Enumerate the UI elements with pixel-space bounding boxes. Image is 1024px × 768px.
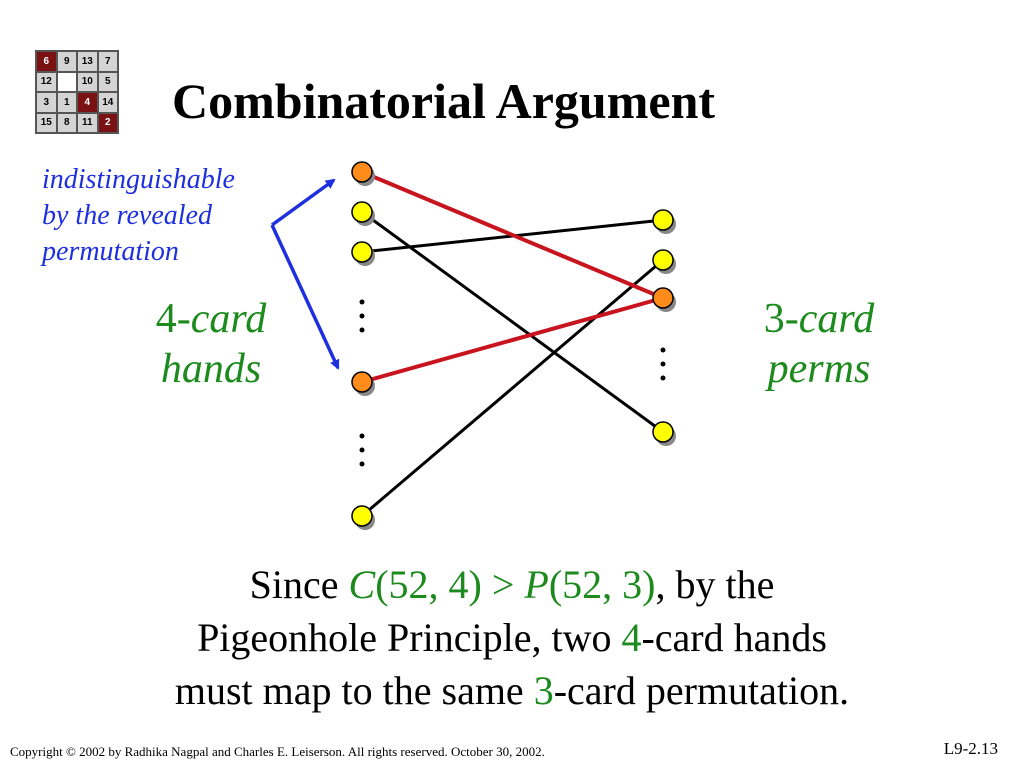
right-nodes (652, 209, 676, 446)
copyright-footer: Copyright © 2002 by Radhika Nagpal and C… (10, 744, 545, 759)
text-by-the: , by the (655, 562, 775, 607)
text-c: C (348, 562, 376, 607)
right-node-orange (652, 287, 674, 309)
logo-tile: 11 (78, 113, 97, 132)
note-line-1: indistinguishable (42, 164, 235, 195)
text-card-hands: -card hands (641, 615, 827, 660)
text-three: 3 (533, 668, 554, 713)
left-label-number: 4 (155, 296, 177, 342)
logo-tile: 15 (37, 113, 56, 132)
right-label-word2: perms (767, 346, 871, 392)
conclusion-line-2: Pigeonhole Principle, two 4-card hands (0, 611, 1024, 664)
right-node-yellow-1 (652, 209, 674, 231)
logo-tile: 8 (57, 113, 76, 132)
text-pigeonhole: Pigeonhole Principle, two (197, 615, 622, 660)
logo-tile: 10 (78, 72, 97, 91)
left-ellipsis-2 (359, 433, 365, 467)
slide-title: Combinatorial Argument (172, 73, 716, 129)
note-line-2: by the revealed (42, 200, 212, 231)
left-label-word2: hands (160, 346, 262, 392)
blue-arrow-upper (270, 178, 336, 227)
edge-red-2 (361, 296, 664, 384)
right-set-label: 3-card perms (744, 294, 894, 394)
text-p-args: (52, 3) (548, 562, 656, 607)
text-card-permutation: -card permutation. (553, 668, 850, 713)
left-label-word1: -card (176, 296, 267, 342)
left-nodes (351, 161, 375, 530)
right-node-yellow-2 (652, 249, 674, 271)
left-node-yellow-3 (351, 505, 373, 527)
logo-tile: 2 (98, 113, 117, 132)
text-since: Since (249, 562, 349, 607)
logo-tile: 14 (98, 93, 117, 112)
blue-arrow-lower (270, 224, 340, 370)
right-ellipsis (660, 347, 666, 381)
right-node-yellow-3 (652, 421, 674, 443)
logo-tile: 12 (37, 72, 56, 91)
right-label-word1: -card (784, 296, 875, 342)
text-four: 4 (621, 615, 642, 660)
logo-tile: 6 (37, 52, 56, 71)
text-p: P (524, 562, 549, 607)
logo-tile: 9 (57, 52, 76, 71)
text-c-args: (52, 4) > (375, 562, 525, 607)
conclusion-text: Since C(52, 4) > P(52, 3), by the Pigeon… (0, 558, 1024, 717)
logo-tile: 3 (37, 93, 56, 112)
logo-tile: 13 (78, 52, 97, 71)
logo-tile: 1 (57, 93, 76, 112)
note-line-3: permutation (42, 236, 179, 267)
left-node-orange-1 (351, 161, 373, 183)
left-ellipsis-1 (359, 299, 365, 333)
conclusion-line-1: Since C(52, 4) > P(52, 3), by the (0, 558, 1024, 611)
logo-tile: 7 (98, 52, 117, 71)
edge-black-3 (361, 258, 664, 518)
left-set-label: 4-card hands (136, 294, 286, 394)
logo-tile: 5 (98, 72, 117, 91)
slide-number: L9-2.13 (943, 739, 998, 758)
left-node-yellow-1 (351, 201, 373, 223)
logo-tile: 4 (78, 93, 97, 112)
right-label-number: 3 (763, 296, 785, 342)
left-node-yellow-2 (351, 241, 373, 263)
conclusion-line-3: must map to the same 3-card permutation. (0, 664, 1024, 717)
text-must-map: must map to the same (174, 668, 534, 713)
edge-red-1 (361, 170, 664, 300)
left-node-orange-2 (351, 371, 373, 393)
annotation-note: indistinguishable by the revealed permut… (42, 162, 235, 270)
logo-tile (57, 72, 76, 91)
edge-black-1 (361, 210, 664, 434)
